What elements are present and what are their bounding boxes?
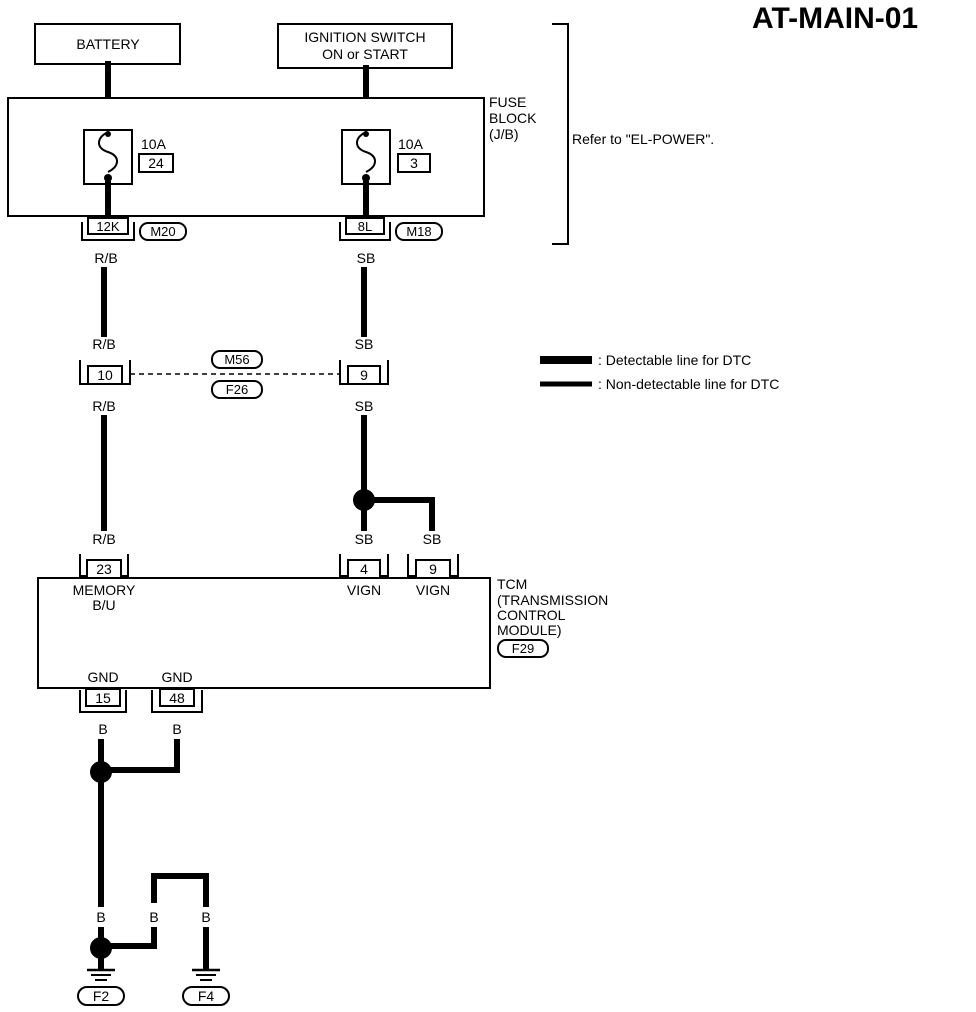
ground-f2-label: F2 — [93, 988, 110, 1004]
tcm-pin-9-label: 9 — [429, 561, 437, 577]
connector-8l-label: 8L — [358, 219, 372, 234]
tcm-label-2: (TRANSMISSION — [497, 592, 608, 608]
fuse-block-label-2: BLOCK — [489, 110, 537, 126]
wire-rb-label-4: R/B — [92, 531, 115, 547]
connector-f29 — [497, 639, 549, 658]
wire-sb-label-2: SB — [355, 336, 374, 352]
battery-label: BATTERY — [76, 36, 140, 52]
wire-sb-label-4: SB — [355, 531, 374, 547]
ground-f2 — [77, 986, 125, 1006]
fuse-right-number: 3 — [410, 155, 418, 171]
fuse-left-number-box — [138, 153, 174, 173]
connector-m20-label: M20 — [150, 224, 175, 239]
tcm-pin-23-label: 23 — [96, 561, 112, 577]
connector-f26-label: F26 — [226, 382, 248, 397]
ignition-label-2: ON or START — [322, 46, 408, 62]
splice-gnd-2 — [90, 937, 112, 959]
tcm-bu-label: B/U — [92, 597, 115, 613]
connector-m18 — [395, 222, 443, 241]
connector-m56 — [211, 350, 263, 369]
tcm-vign-label-1: VIGN — [347, 582, 381, 598]
wire-b-label-2: B — [172, 721, 181, 737]
ground-f4 — [182, 986, 230, 1006]
tcm-memory-label: MEMORY — [73, 582, 136, 598]
ignition-switch-box — [277, 23, 453, 69]
tcm-label-4: MODULE) — [497, 622, 562, 638]
tcm-gnd-label-1: GND — [87, 669, 118, 685]
wire-sb-label-5: SB — [423, 531, 442, 547]
connector-9 — [347, 365, 381, 385]
connector-f26 — [211, 380, 263, 399]
wire-rb-label-3: R/B — [92, 398, 115, 414]
fuse-block-label-1: FUSE — [489, 94, 526, 110]
fuse-right-number-box — [397, 153, 431, 173]
fuse-left-rating: 10A — [141, 136, 167, 152]
wire-b-label-3: B — [96, 909, 105, 925]
connector-8l — [345, 217, 385, 235]
wire-sb-label-1: SB — [357, 250, 376, 266]
wire-rb-label-2: R/B — [92, 336, 115, 352]
connector-12k-label: 12K — [96, 219, 119, 234]
diagram-title: AT-MAIN-01 — [752, 2, 918, 35]
wire-b-label-5: B — [201, 909, 210, 925]
connector-m20 — [139, 222, 187, 241]
tcm-vign-label-2: VIGN — [416, 582, 450, 598]
tcm-pin-15-label: 15 — [95, 690, 111, 706]
tcm-pin-48-label: 48 — [169, 690, 185, 706]
connector-9-label: 9 — [360, 367, 368, 383]
connector-m56-label: M56 — [224, 352, 249, 367]
connector-f29-label: F29 — [512, 641, 534, 656]
tcm-box — [37, 577, 491, 689]
tcm-pin-15 — [85, 688, 121, 707]
wire-sb-label-3: SB — [355, 398, 374, 414]
refer-el-power: Refer to "EL-POWER". — [572, 131, 714, 147]
splice-gnd-1 — [90, 761, 112, 783]
wire-b-label-4: B — [149, 909, 158, 925]
fuse-left-number: 24 — [148, 155, 164, 171]
battery-box — [34, 23, 181, 65]
connector-m18-label: M18 — [406, 224, 431, 239]
ignition-label-1: IGNITION SWITCH — [304, 29, 425, 45]
legend-non-detectable-text: : Non-detectable line for DTC — [598, 376, 779, 392]
ground-f4-label: F4 — [198, 988, 215, 1004]
tcm-gnd-label-2: GND — [161, 669, 192, 685]
tcm-label-3: CONTROL — [497, 607, 566, 623]
legend-detectable-text: : Detectable line for DTC — [598, 352, 751, 368]
wire-b-label-1: B — [98, 721, 107, 737]
connector-10-label: 10 — [97, 367, 113, 383]
connector-12k — [87, 217, 129, 235]
fuse-block-label-3: (J/B) — [489, 126, 519, 142]
tcm-pin-48 — [159, 688, 195, 707]
wire-rb-label-1: R/B — [94, 250, 117, 266]
fuse-right-rating: 10A — [398, 136, 424, 152]
tcm-pin-4-label: 4 — [360, 561, 368, 577]
tcm-label-1: TCM — [497, 576, 527, 592]
connector-10 — [87, 365, 123, 385]
